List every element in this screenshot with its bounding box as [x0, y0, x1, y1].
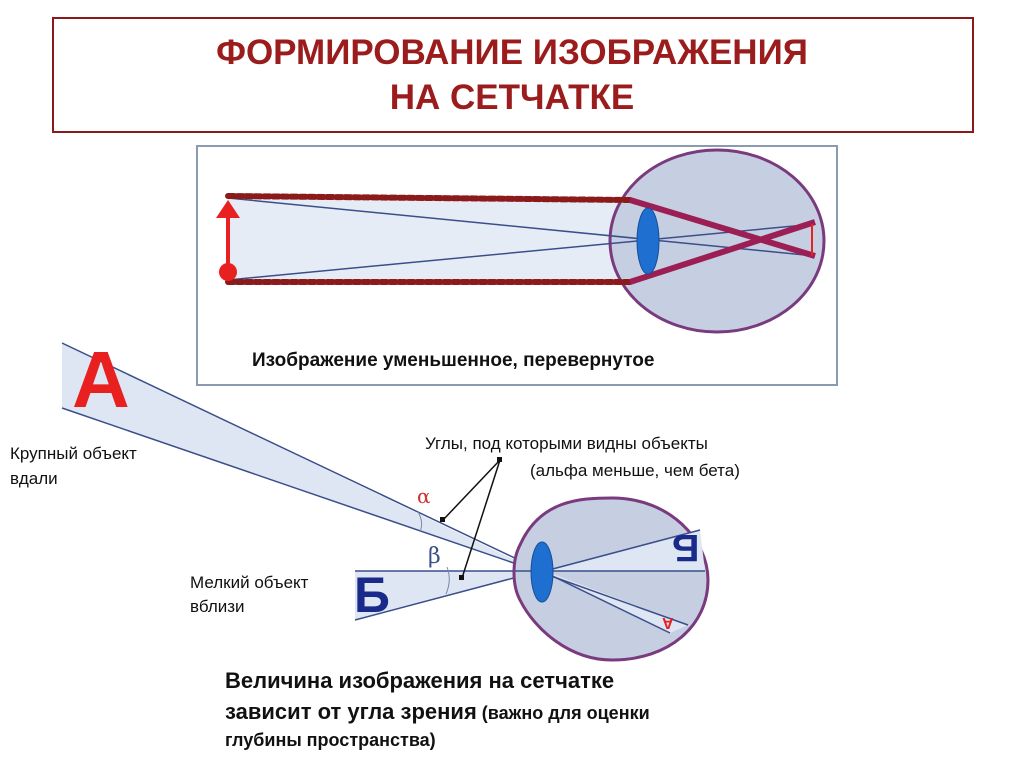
title-line-2: НА СЕТЧАТКЕ — [389, 78, 635, 117]
far-label-line-1: Крупный объект — [10, 444, 137, 463]
refracted-ray — [629, 219, 816, 285]
angles-label-line-2: (альфа меньше, чем бета) — [530, 461, 740, 480]
title-box — [52, 17, 974, 133]
pointer-line — [461, 459, 501, 579]
top-eye-diagram — [216, 148, 826, 334]
near-label-line-1: Мелкий объект — [190, 573, 309, 592]
beta-label: β — [428, 544, 441, 569]
letter-near: Б — [354, 567, 390, 623]
conclusion-line-2-bold: зависит от угла зрения — [225, 699, 477, 724]
letter-near-inverted: Б — [672, 526, 700, 568]
top-diagram-box — [196, 145, 838, 386]
object-base — [219, 263, 237, 281]
conclusion-line-2-rest: (важно для оценки — [476, 703, 650, 723]
eyeball — [608, 148, 826, 334]
far-label-line-2: вдали — [10, 469, 58, 488]
letter-far-inverted: А — [662, 614, 674, 631]
letter-far: А — [72, 335, 130, 424]
title-line-1: ФОРМИРОВАНИЕ ИЗОБРАЖЕНИЯ — [216, 33, 808, 72]
angles-label-line-1: Углы, под которыми видны объекты — [425, 434, 708, 453]
light-beam — [228, 196, 632, 282]
refracted-ray — [629, 197, 816, 259]
conclusion-line-2: зависит от угла зрения (важно для оценки — [225, 699, 650, 725]
top-caption: Изображение уменьшенное, перевернутое — [252, 350, 655, 371]
object-arrow-head — [216, 200, 240, 218]
conclusion-line-1: Величина изображения на сетчатке — [225, 668, 615, 693]
dotted-ray-top — [225, 193, 633, 203]
alpha-arc — [417, 511, 423, 533]
near-label-line-2: вблизи — [190, 597, 245, 616]
conclusion-line-3: глубины пространства) — [225, 730, 436, 750]
lens — [636, 207, 660, 275]
ray-line — [227, 197, 816, 257]
alpha-label: α — [417, 484, 431, 508]
lens-2 — [530, 541, 554, 603]
bottom-eye-diagram — [61, 342, 710, 662]
beta-arc — [445, 566, 450, 595]
ray-line — [227, 223, 816, 281]
pointer-line — [442, 459, 501, 521]
